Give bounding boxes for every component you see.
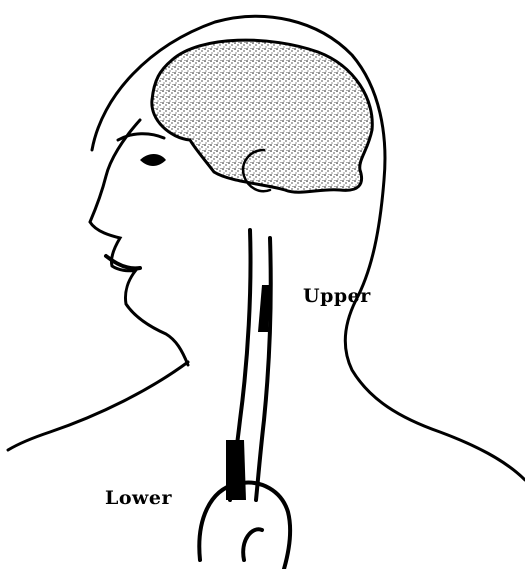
upper-label: Upper — [303, 285, 371, 307]
face-profile — [90, 120, 188, 365]
lower-label: Lower — [105, 487, 172, 509]
neck-vessel-right — [256, 238, 271, 500]
upper-plaque — [258, 285, 270, 332]
lower-plaque — [226, 440, 246, 500]
aortic-branch — [243, 529, 262, 560]
brain — [152, 40, 372, 192]
eye — [140, 154, 166, 166]
shoulder-left — [8, 362, 188, 450]
